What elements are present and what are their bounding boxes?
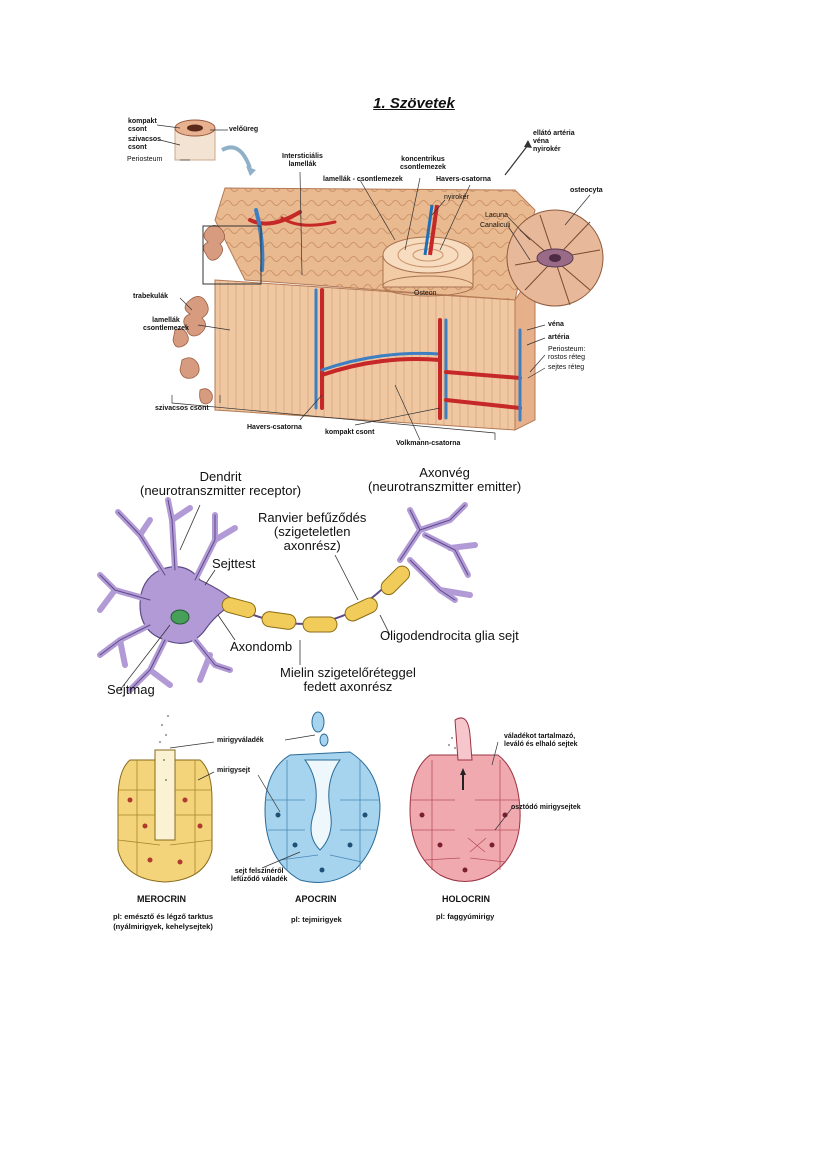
label-dendrit: Dendrit (neurotranszmitter receptor) [140, 469, 302, 498]
glands-illustration [117, 711, 521, 883]
label-lamellak-csontlemezek: lamellák - csontlemezek [323, 176, 403, 183]
label-axonveg: Axonvég (neurotranszmitter emitter) [368, 465, 522, 494]
myelin-segments [221, 565, 411, 633]
label-axondomb: Axondomb [230, 639, 293, 654]
label-mirigyvaladek: mirigyváladék [217, 737, 264, 744]
label-havers-bottom: Havers-csatorna [247, 424, 302, 431]
page-title: 1. Szövetek [373, 95, 455, 112]
gland-name-apocrin: APOCRIN [295, 894, 337, 904]
label-osteocyta: osteocyta [570, 187, 603, 194]
label-szivacsos-bottom: szivacsos csont [155, 405, 209, 412]
label-arteria: artéria [548, 334, 570, 341]
label-veloureg: velőüreg [229, 126, 259, 133]
label-mielin: Mielin szigetelőréteggel fedett axonrész [280, 665, 416, 694]
label-intersticialis: Intersticiális lamellák [282, 153, 323, 168]
label-osztodo: osztódó mirigysejtek [511, 804, 581, 811]
label-osteon: Osteon [414, 290, 437, 297]
spongy-bone [172, 225, 225, 405]
neuron-illustration [97, 497, 478, 693]
label-koncentrikus: koncentrikus csontlemezek [400, 156, 446, 171]
label-lamellak-left: lamellák csontlemezek [143, 317, 189, 332]
gland-example-merocrin: pl: emésztő és légző tarktus (nyálmirigy… [113, 912, 214, 931]
label-nyiroker: nyirokér [444, 194, 469, 201]
label-kompakt-bottom: kompakt csont [325, 429, 375, 436]
label-sejttest: Sejttest [212, 556, 256, 571]
label-canaliculi: Canaliculi [480, 222, 511, 229]
label-oligodendrocita: Oligodendrocita glia sejt [380, 628, 519, 643]
detail-box [202, 225, 262, 285]
label-havers-top: Havers-csatorna [436, 176, 491, 183]
label-sejtmag: Sejtmag [107, 682, 155, 697]
label-ellato: ellátó artéria véna nyirokér [533, 130, 575, 153]
nucleus-icon [170, 609, 190, 625]
bone-segment-icon [174, 119, 256, 176]
label-periosteum-right: Periosteum: rostos réteg [548, 346, 586, 361]
merocrin-gland-icon [117, 715, 213, 883]
holocrin-gland-icon [409, 717, 521, 882]
blood-vessels [248, 208, 522, 422]
label-lacuna: Lacuna [485, 212, 508, 219]
label-periosteum-top: Periosteum [127, 156, 163, 163]
label-volkmann: Volkmann-csatorna [396, 440, 461, 447]
label-vena: véna [548, 321, 564, 328]
gland-example-holocrin: pl: faggyúmirigy [436, 912, 495, 921]
gland-name-merocrin: MEROCRIN [137, 894, 186, 904]
osteocyte-zoom-icon [506, 209, 604, 307]
label-ranvier: Ranvier befűződés (szigeteletlen axonrés… [258, 510, 367, 553]
label-szivacsos-top: szivacsos csont [128, 136, 162, 151]
bone-illustration [156, 119, 604, 441]
apocrin-gland-icon [264, 711, 381, 883]
label-mirigysejt: mirigysejt [217, 767, 251, 774]
label-trabekulak: trabekulák [133, 293, 169, 300]
label-felszin: sejt felszínéről lefűződő váladék [231, 868, 288, 883]
label-sejtes: sejtes réteg [548, 364, 585, 371]
gland-example-apocrin: pl: tejmirigyek [291, 915, 342, 924]
label-kompakt-csont-top: kompakt csont [128, 118, 157, 133]
label-holocrin-top: váladékot tartalmazó, leváló és elhaló s… [504, 733, 578, 748]
gland-name-holocrin: HOLOCRIN [442, 894, 490, 904]
